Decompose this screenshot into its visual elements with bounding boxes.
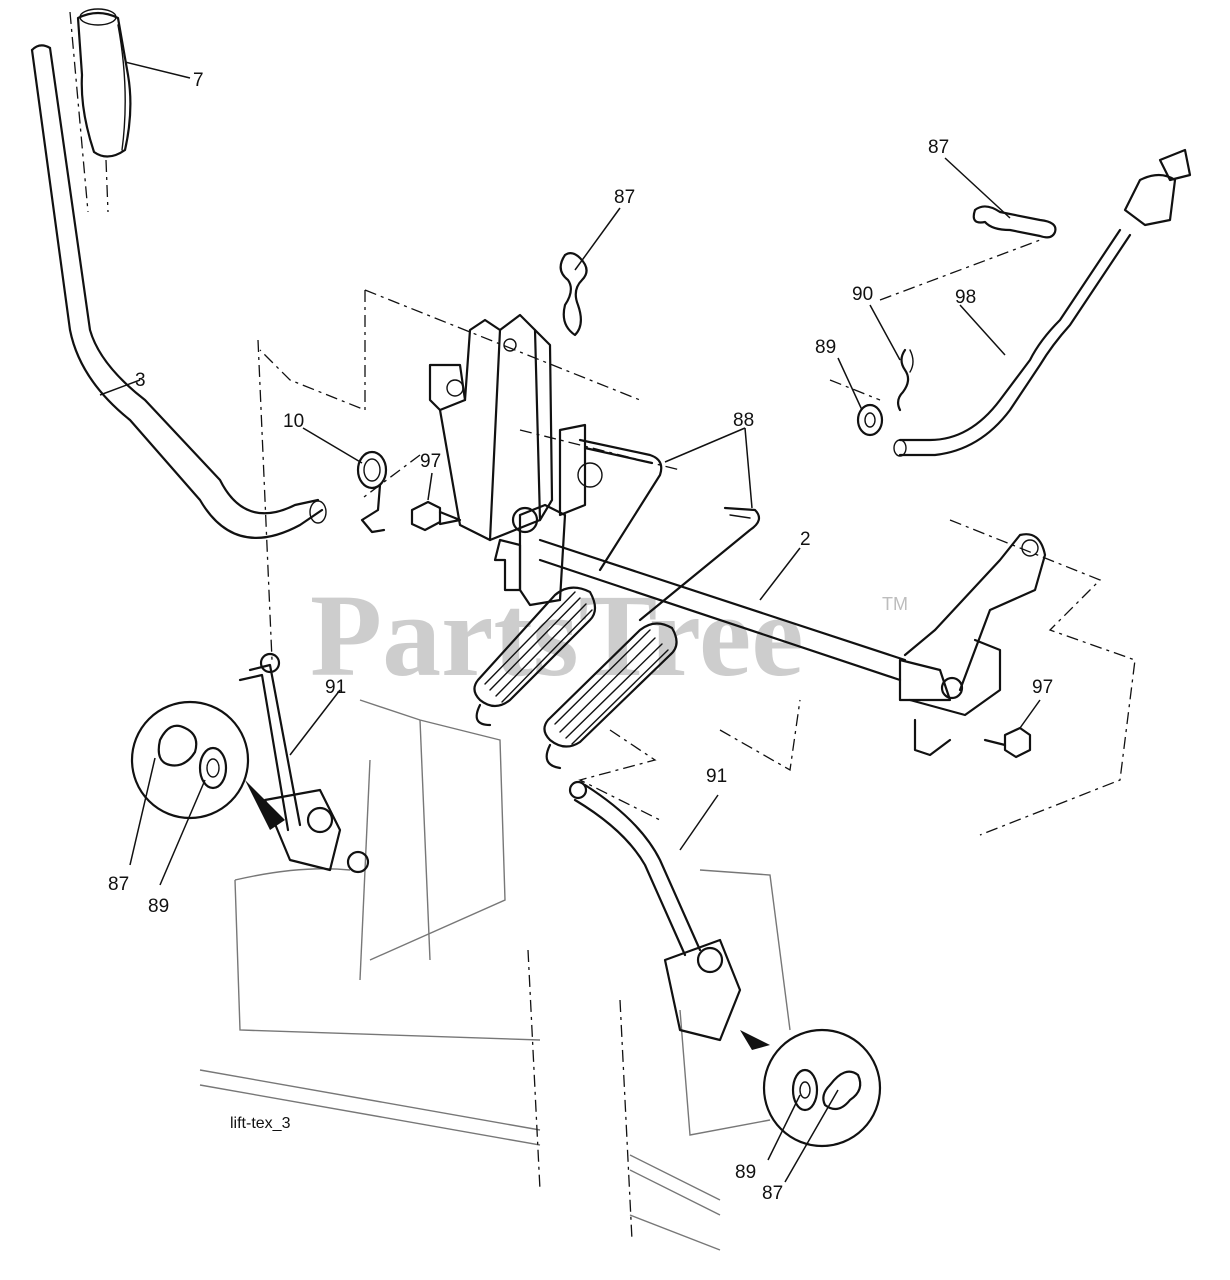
lift-link-left xyxy=(238,652,370,874)
detail-inset-left xyxy=(130,700,285,830)
spring-wire-hooks xyxy=(578,438,761,622)
callout-10: 10 xyxy=(283,411,304,432)
callout-87-top: 87 xyxy=(614,187,635,208)
extension-spring-right xyxy=(543,622,678,770)
diagram-code: lift-tex_3 xyxy=(230,1115,291,1132)
callout-91-left: 91 xyxy=(325,677,346,698)
callout-7: 7 xyxy=(193,70,204,91)
bolt-right xyxy=(983,726,1032,759)
callout-2: 2 xyxy=(800,529,811,550)
callout-90: 90 xyxy=(852,284,873,305)
adjustment-rod xyxy=(893,148,1192,457)
washer-right xyxy=(856,403,884,437)
assembly-lines xyxy=(257,239,1136,836)
callout-87-left: 87 xyxy=(108,874,129,895)
callout-88: 88 xyxy=(733,410,754,431)
detail-inset-right xyxy=(740,1028,882,1148)
hair-pin-clip-right xyxy=(972,205,1057,239)
lift-link-right xyxy=(568,780,742,1042)
callout-98: 98 xyxy=(955,287,976,308)
cotter-pin xyxy=(896,348,914,412)
callout-97-left: 97 xyxy=(420,451,441,472)
callout-3: 3 xyxy=(135,370,146,391)
callout-91-right: 91 xyxy=(706,766,727,787)
callout-87-bottom: 87 xyxy=(762,1183,783,1204)
lift-lever-rod xyxy=(30,44,327,539)
lift-lever-grip xyxy=(69,8,132,213)
extension-spring-left xyxy=(473,586,597,727)
callout-89-left: 89 xyxy=(148,896,169,917)
tractor-frame-ghost xyxy=(199,699,791,1251)
hair-pin-clip-top xyxy=(559,251,588,337)
leader-lines xyxy=(99,61,1041,1183)
cross-shaft xyxy=(493,423,907,682)
callout-97-right: 97 xyxy=(1032,677,1053,698)
callout-87-right: 87 xyxy=(928,137,949,158)
bolt-left xyxy=(410,500,462,532)
callout-89-right: 89 xyxy=(815,337,836,358)
watermark: PartsTree xyxy=(310,570,804,701)
torsion-spring xyxy=(356,450,388,534)
watermark-tm: TM xyxy=(882,594,908,614)
callout-89-bottom: 89 xyxy=(735,1162,756,1183)
right-lift-arm xyxy=(898,533,1047,757)
callout-labels: 7 3 10 97 87 88 2 87 90 98 89 97 91 87 8… xyxy=(108,70,1053,1204)
